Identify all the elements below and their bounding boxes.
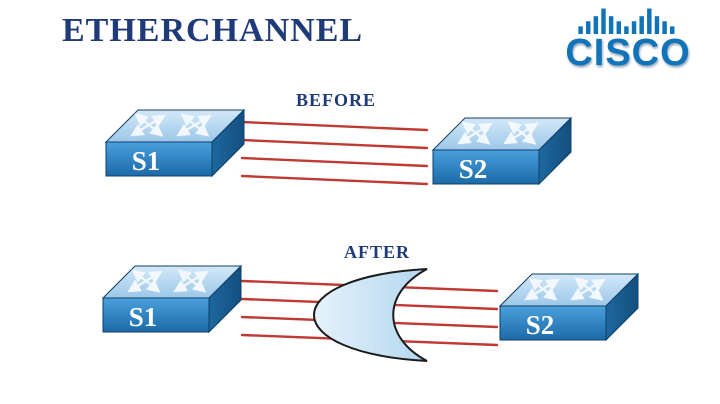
switch-s1-after: S1 <box>95 260 245 355</box>
cisco-logo: CISCO <box>548 6 708 72</box>
cisco-bridge-icon <box>578 8 675 34</box>
after-label: AFTER <box>344 242 411 262</box>
before-links <box>240 120 429 186</box>
switch-label: S1 <box>129 302 158 332</box>
switch-label: S2 <box>459 154 488 184</box>
switch-label: S2 <box>526 310 555 340</box>
page-title: ETHERCHANNEL <box>62 12 364 49</box>
switch-s2-before: S2 <box>425 112 575 207</box>
switch-s2-after: S2 <box>492 268 642 363</box>
cisco-wordmark: CISCO <box>565 32 691 74</box>
switch-s1-before: S1 <box>98 104 248 199</box>
switch-label: S1 <box>132 146 161 176</box>
after-links <box>240 268 499 362</box>
before-label: BEFORE <box>296 90 377 110</box>
etherchannel-bundle-icon <box>312 268 428 362</box>
